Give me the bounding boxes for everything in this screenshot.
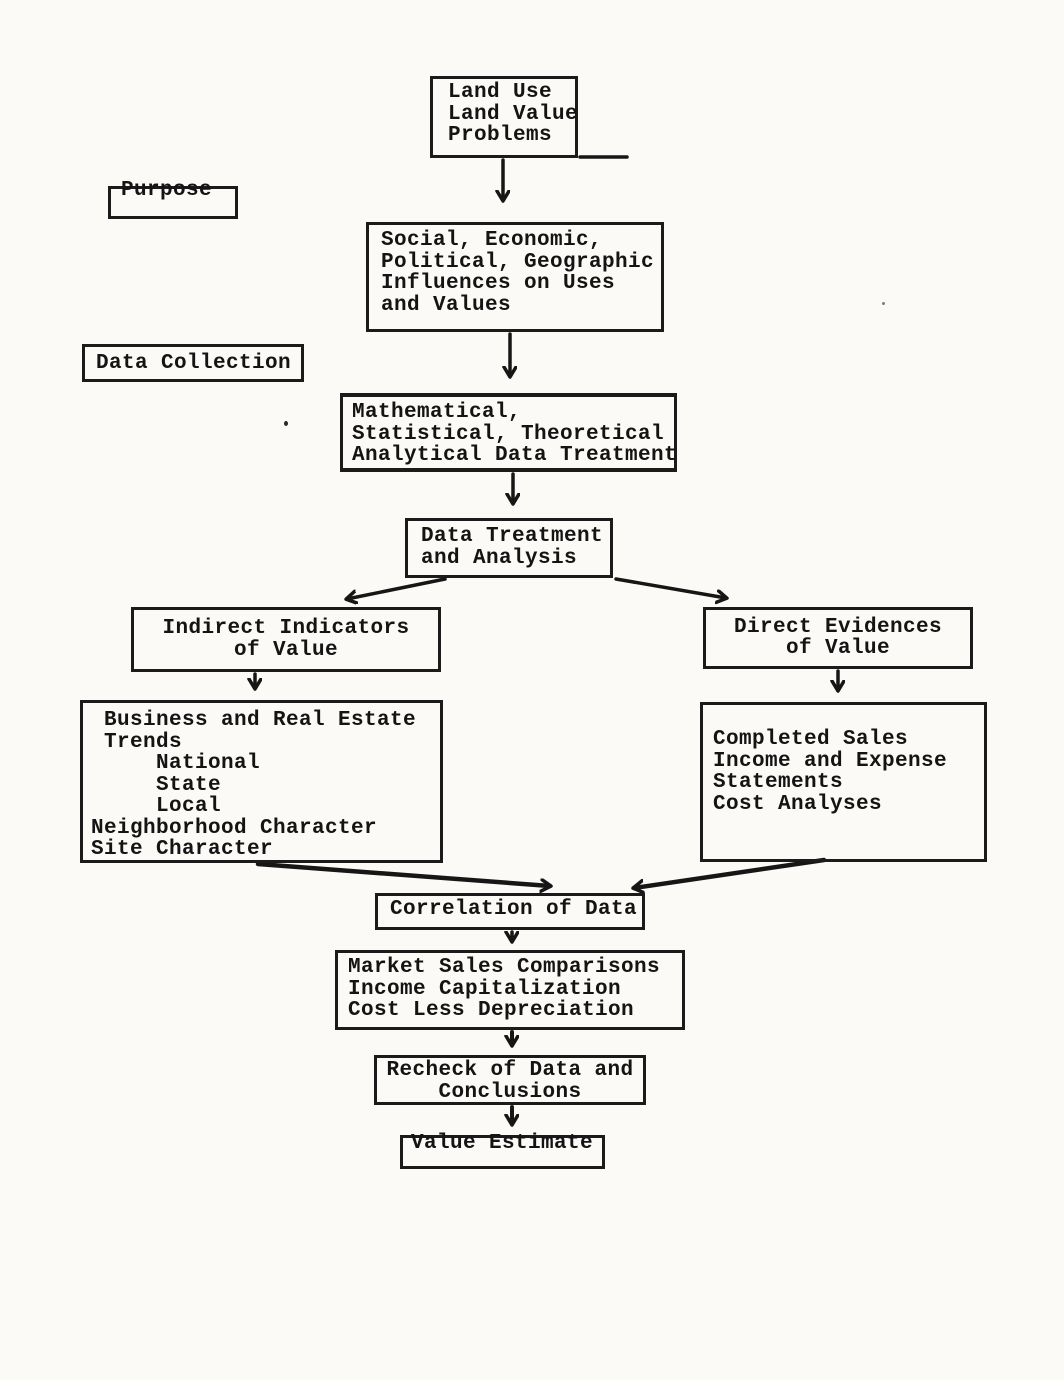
arrow-business-to-correlation (255, 861, 550, 886)
node-label: Recheck of Data and Conclusions (386, 1059, 634, 1104)
node-label: Data Collection (96, 352, 292, 375)
node-label: Value Estimate (411, 1132, 594, 1155)
arrow-data-treatment-to-indirect (347, 577, 447, 599)
node-label: Data Treatment and Analysis (421, 525, 604, 570)
node-label: Indirect Indicators of Value (162, 617, 410, 662)
node-completed-sales-cost-analyses: Completed Sales Income and Expense State… (700, 702, 987, 862)
arrow-data-treatment-to-direct (614, 577, 726, 598)
node-label: Correlation of Data (390, 898, 638, 921)
arrow-completed-sales-to-correlation (634, 857, 827, 888)
node-direct-evidences-of-value: Direct Evidences of Value (703, 607, 973, 669)
node-label: Business and Real Estate Trends National… (91, 709, 417, 861)
node-analytical-data-treatment: Mathematical, Statistical, Theoretical A… (340, 393, 677, 472)
scan-speck (284, 421, 288, 426)
node-label: Direct Evidences of Value (733, 615, 943, 660)
node-label: Purpose (121, 179, 213, 202)
node-label: Mathematical, Statistical, Theoretical A… (352, 401, 678, 467)
node-recheck-of-data-and-conclusions: Recheck of Data and Conclusions (374, 1055, 646, 1105)
node-label: Completed Sales Income and Expense State… (713, 728, 948, 816)
node-purpose: Purpose (108, 180, 238, 219)
node-land-use-land-value-problems: Land Use Land Value Problems (430, 76, 578, 158)
node-correlation-of-data: Correlation of Data (375, 893, 645, 930)
scan-speck (882, 302, 885, 305)
node-social-economic-influences: Social, Economic, Political, Geographic … (366, 222, 664, 332)
node-label: Land Use Land Value Problems (448, 81, 579, 147)
node-market-approaches: Market Sales Comparisons Income Capitali… (335, 950, 685, 1030)
node-data-collection: Data Collection (82, 344, 304, 382)
node-value-estimate: Value Estimate (400, 1132, 605, 1169)
node-label: Social, Economic, Political, Geographic … (381, 229, 655, 317)
node-data-treatment-and-analysis: Data Treatment and Analysis (405, 518, 613, 578)
node-label: Market Sales Comparisons Income Capitali… (348, 956, 661, 1022)
node-indirect-indicators-of-value: Indirect Indicators of Value (131, 607, 441, 672)
node-business-real-estate-trends: Business and Real Estate Trends National… (80, 700, 443, 863)
